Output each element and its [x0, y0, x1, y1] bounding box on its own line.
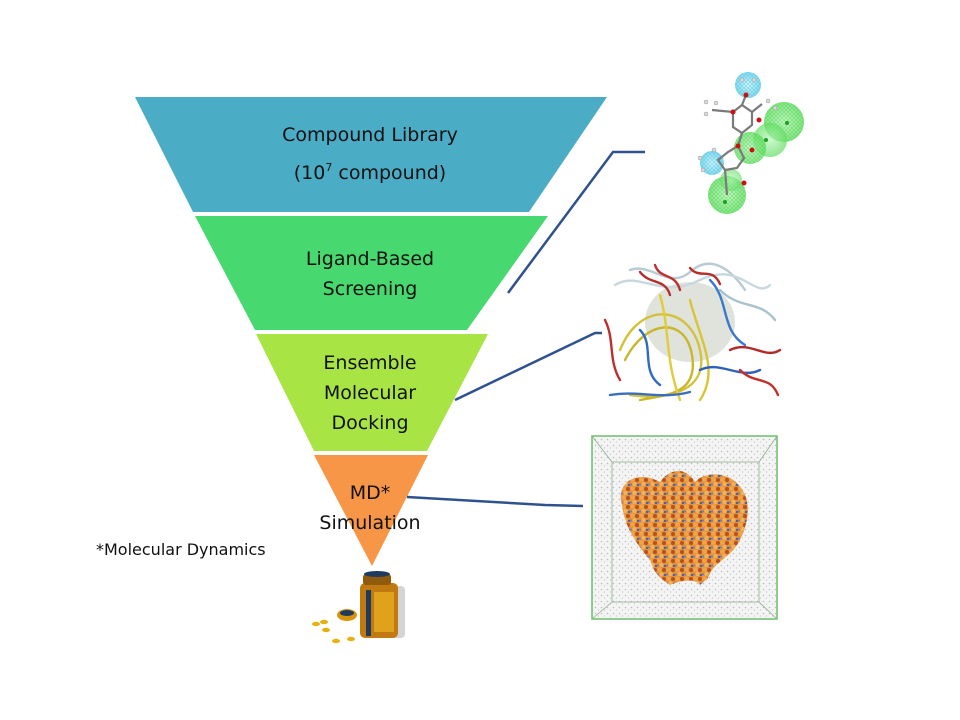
stage-md-line-1: MD* [349, 482, 391, 504]
stage-compound-library-count: (107 compound) [293, 161, 447, 184]
stage-ensemble-molecular-docking-label: Ensemble Molecular Docking [290, 348, 450, 438]
stage-ligand-based-screening-label: Ligand-Based Screening [270, 244, 470, 304]
stage-ligand-based-screening-shape [195, 216, 548, 330]
stage-ensemble-molecular-docking-shape [256, 334, 488, 451]
stage-compound-library-label: Compound Library (107 compound) [230, 120, 510, 188]
protein-docking-image [602, 262, 784, 404]
stage-compound-library-title: Compound Library [282, 124, 458, 146]
footnote-molecular-dynamics: *Molecular Dynamics [96, 540, 266, 559]
connector-md [406, 495, 584, 508]
stage-ligand-line-2: Screening [322, 278, 418, 300]
stage-md-simulation-shape [314, 455, 428, 566]
connector-ligand-screening [506, 150, 645, 294]
pharmacophore-molecule-image [697, 72, 804, 214]
stage-md-simulation-label: MD* Simulation [300, 478, 440, 538]
stage-md-line-2: Simulation [319, 512, 421, 534]
stage-docking-line-1: Ensemble [323, 352, 417, 374]
stage-docking-line-2: Molecular [323, 382, 417, 404]
stage-compound-library-shape [135, 97, 607, 212]
medicine-bottle-icon [312, 571, 405, 644]
md-simulation-image [591, 435, 778, 620]
stage-ligand-line-1: Ligand-Based [305, 248, 435, 270]
stage-docking-line-3: Docking [331, 412, 409, 434]
